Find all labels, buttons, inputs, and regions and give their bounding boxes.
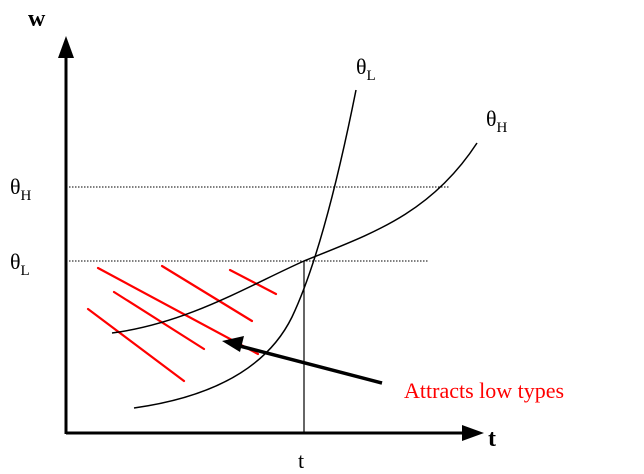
annotation-arrow	[231, 342, 383, 385]
theta-l-curve	[133, 89, 357, 409]
hatch-line	[160, 264, 254, 323]
annotation-arrow-head-icon	[222, 336, 244, 352]
x-tick-label: t	[298, 448, 304, 473]
hatch-line	[86, 307, 186, 383]
annotation-text: Attracts low types	[404, 378, 564, 403]
x-axis-arrow-icon	[462, 425, 484, 441]
theta-h-curve-label: θH	[486, 106, 508, 136]
theta-h-curve	[111, 142, 478, 334]
hatch-line	[112, 290, 206, 351]
y-axis-label: w	[28, 6, 46, 32]
attraction-region-hatching	[86, 264, 278, 383]
theta-l-curve-label: θL	[356, 54, 376, 84]
x-axis-label: t	[488, 426, 496, 452]
hatch-line	[228, 268, 278, 296]
y-axis-arrow-icon	[58, 36, 74, 58]
theta-h-level-label: θH	[10, 174, 32, 204]
theta-l-level-label: θL	[10, 249, 30, 279]
